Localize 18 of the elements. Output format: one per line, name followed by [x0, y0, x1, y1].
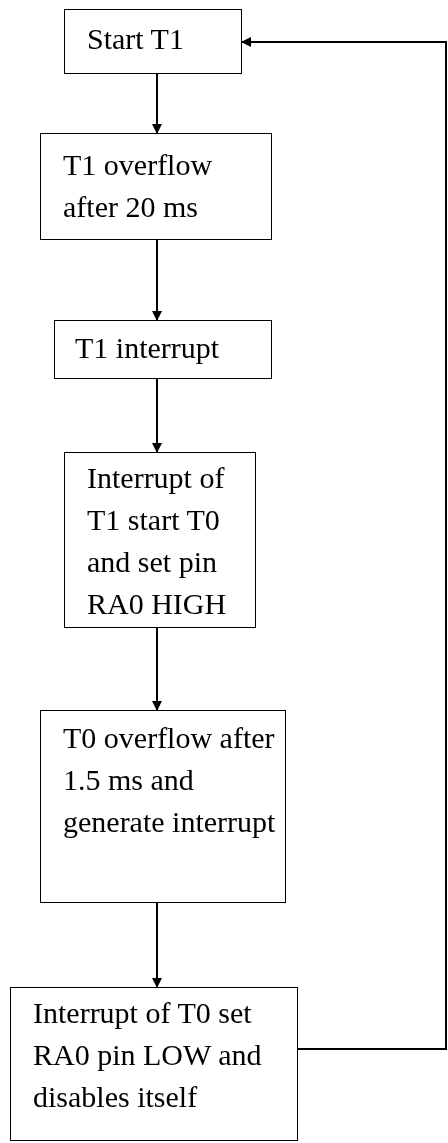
- step-text: T1 interrupt: [75, 330, 221, 366]
- step-text: Interrupt of T1 start T0 and set pin RA0 HIGH: [87, 460, 228, 622]
- process-box: [64, 452, 256, 628]
- arrow: [241, 37, 447, 1050]
- process-box: [10, 987, 298, 1141]
- arrow: [152, 902, 162, 988]
- process-box: [54, 320, 272, 379]
- process-box: [40, 133, 272, 240]
- arrow: [152, 239, 162, 321]
- step-text: T0 overflow after 1.5 ms and generate interrupt: [63, 720, 277, 840]
- process-box: [64, 9, 242, 74]
- arrow: [152, 73, 162, 134]
- step-text: Start T1: [87, 21, 185, 57]
- step-text: Interrupt of T0 set RA0 pin LOW and disables itself: [33, 995, 263, 1115]
- step-text: T1 overflow after 20 ms: [63, 147, 214, 225]
- arrow: [152, 627, 162, 711]
- process-box: [40, 710, 286, 903]
- arrow: [152, 378, 162, 453]
